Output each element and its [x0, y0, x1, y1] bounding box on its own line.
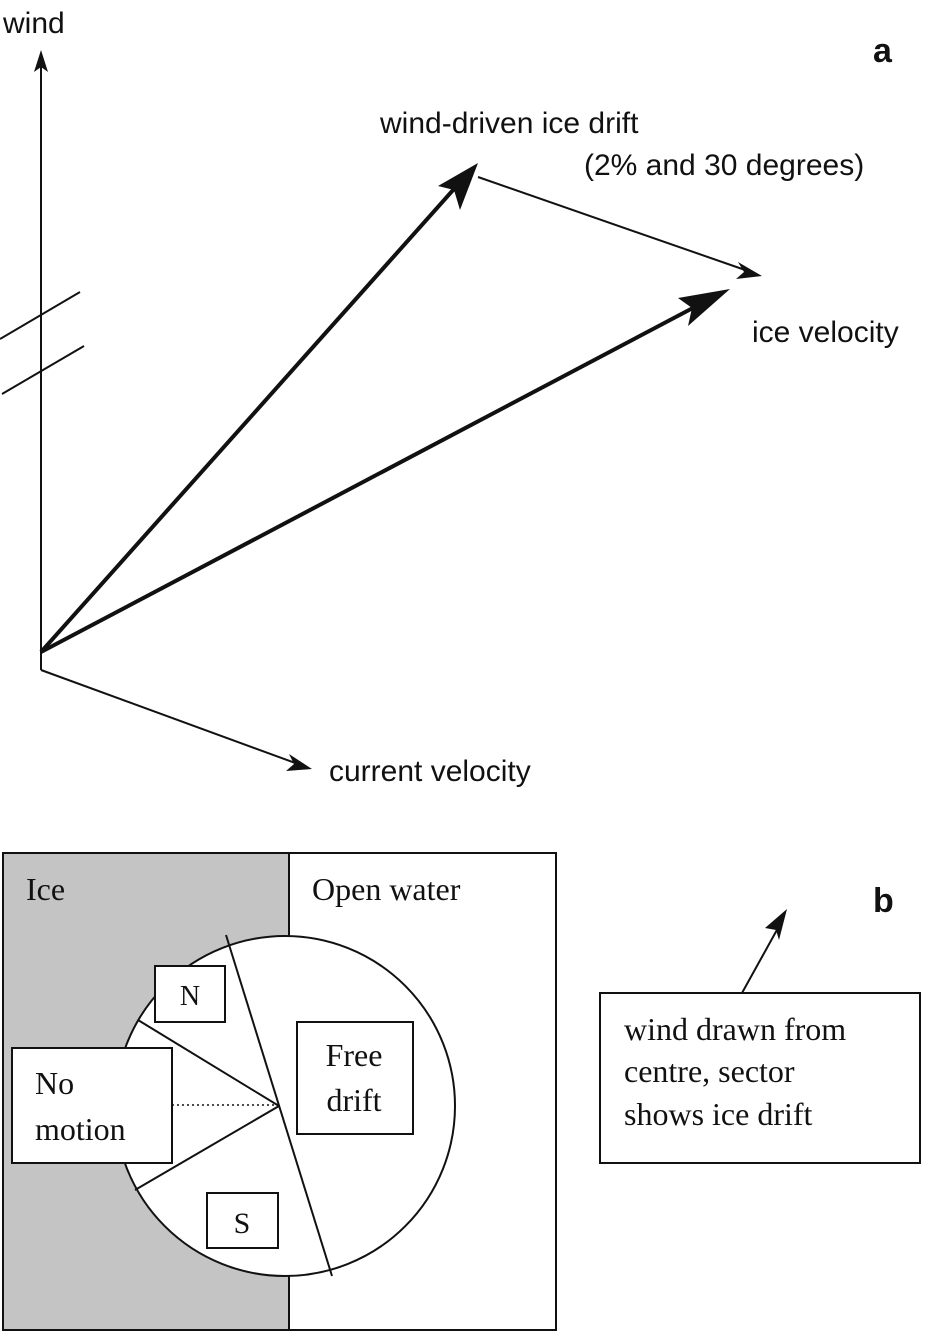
axis-break-mark-upper [0, 291, 81, 340]
current-velocity-arrow [40, 669, 299, 765]
no-motion-box [11, 1047, 173, 1164]
wind-driven-drift-arrow [39, 178, 464, 654]
current-addition-arrowhead [736, 262, 762, 279]
wind-axis-arrowhead [34, 50, 48, 72]
legend-wind-arrow [741, 927, 779, 994]
north-label: N [180, 981, 200, 1012]
legend-wind-arrowhead [765, 909, 787, 940]
current-velocity-arrowhead [286, 754, 312, 771]
wind-driven-drift-arrowhead [438, 163, 478, 210]
ice-velocity-arrowhead [678, 289, 730, 326]
axis-break-mark-lower [1, 345, 85, 395]
north-box [154, 965, 226, 1023]
panel-b-frame [2, 852, 557, 1331]
wind-driven-drift-label: wind-driven ice drift [379, 107, 639, 140]
south-sector-line [134, 1105, 280, 1191]
south-label: S [234, 1207, 251, 1240]
no-motion-label-line2: motion [35, 1111, 126, 1147]
current-velocity-label: current velocity [329, 755, 531, 788]
open-water-label: Open water [312, 871, 461, 907]
ice-velocity-label: ice velocity [752, 316, 899, 349]
north-sector-line [137, 1019, 280, 1107]
panel-b-letter: b [873, 882, 894, 920]
free-drift-box [296, 1021, 414, 1135]
no-motion-label-line1: No [35, 1065, 74, 1101]
free-drift-label-line2: drift [326, 1082, 381, 1118]
free-drift-label-line1: Free [326, 1037, 383, 1073]
current-addition-arrow [477, 176, 749, 272]
legend-line3: shows ice drift [624, 1096, 813, 1132]
legend-line2: centre, sector [624, 1053, 795, 1089]
panel-b: Ice Open water N S No motion Free drift … [2, 852, 921, 1331]
wind-driven-drift-sublabel: (2% and 30 degrees) [584, 149, 864, 182]
ice-label: Ice [26, 871, 65, 907]
legend-line1: wind drawn from [624, 1011, 846, 1047]
legend-box [599, 992, 921, 1164]
panel-a-letter: a [873, 32, 893, 70]
ice-velocity-arrow [40, 298, 709, 654]
south-box [206, 1192, 279, 1249]
panel-a: wind a wind-driven ice drift (2% and 30 … [0, 7, 899, 788]
wind-label: wind [2, 7, 65, 40]
